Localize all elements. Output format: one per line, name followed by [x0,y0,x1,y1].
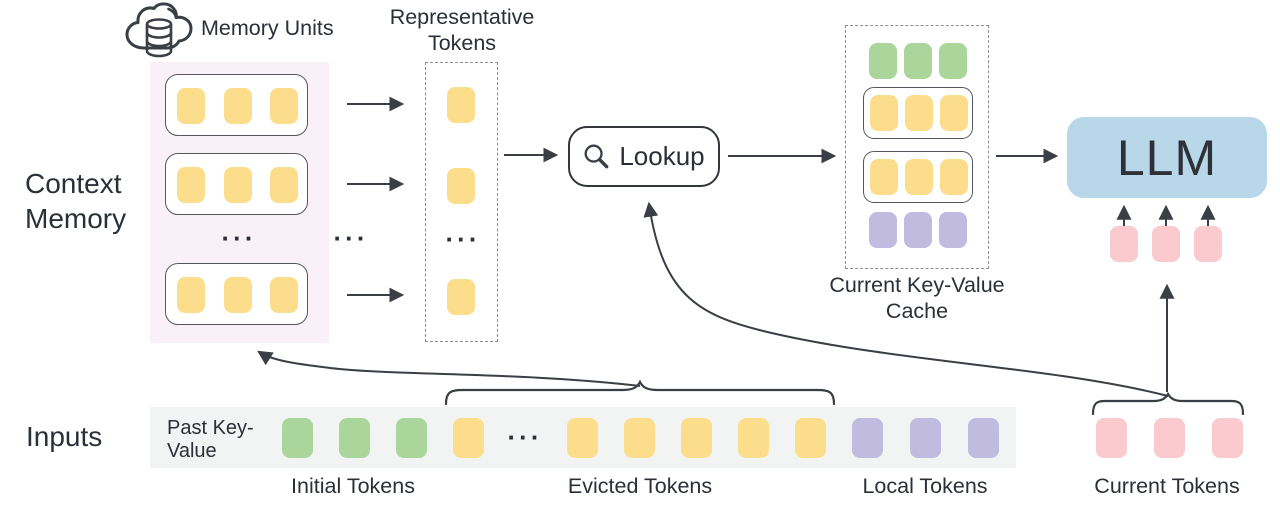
purple-token [852,418,883,458]
past-key-value-label: Past Key-Value [167,417,254,462]
local-tokens [852,418,999,458]
green-token [339,418,370,458]
memory-unit-tokens [177,88,298,124]
pink-token [1154,418,1185,458]
cloud-inner-arc [167,7,178,19]
yellow-token [453,418,484,458]
cache-initial-tokens [869,43,967,79]
database-disc-line [145,40,173,48]
yellow-token [870,159,898,195]
green-token [939,43,967,79]
yellow-token [624,418,655,458]
memory-unit [165,74,308,136]
yellow-token [940,95,968,131]
yellow-token [940,159,968,195]
context-memory-label: Context Memory [25,168,127,234]
representative-token [447,168,475,204]
evicted-token-lead [453,418,484,458]
yellow-token [905,159,933,195]
current-tokens [1096,418,1243,458]
ellipsis: ··· [445,224,481,254]
current-tokens-brace [1091,391,1245,416]
yellow-token [681,418,712,458]
yellow-token [447,279,475,315]
database-disc-line [145,32,173,39]
inputs-label: Inputs [26,421,103,452]
evicted-tokens [567,418,826,458]
context-memory-panel: ··· [150,62,329,343]
yellow-token [270,167,298,203]
yellow-token [223,88,252,124]
evicted-tokens-brace [444,379,836,406]
memory-unit [165,263,308,325]
yellow-token [447,87,475,123]
cloud-outline [125,2,193,50]
yellow-token [870,95,898,131]
green-token [869,43,897,79]
ellipsis: ··· [333,223,369,253]
llm-input-tokens [1110,226,1222,262]
yellow-token [177,167,205,203]
cache-memory-tokens [870,95,968,131]
memory-unit-tokens [177,167,298,203]
evicted-tokens-label: Evicted Tokens [567,474,713,498]
purple-token [904,212,932,248]
cache-local-tokens [869,212,967,248]
cache-memory-unit [863,87,973,139]
lookup-button[interactable]: Lookup [568,126,720,187]
representative-tokens-box: ··· [425,62,498,342]
cloud-database-icon [125,2,193,58]
purple-token [939,212,967,248]
yellow-token [447,168,475,204]
purple-token [910,418,941,458]
yellow-token [270,88,298,124]
pink-token [1152,226,1180,262]
purple-token [869,212,897,248]
green-token [396,418,427,458]
yellow-token [270,277,298,313]
memory-units-label: Memory Units [201,16,334,40]
green-token [904,43,932,79]
yellow-token [223,277,252,313]
initial-tokens-label: Initial Tokens [291,474,415,498]
past-kv-strip: Past Key-Value ··· [150,407,1016,468]
green-token [282,418,313,458]
pink-token [1194,226,1222,262]
llm-box: LLM [1067,117,1267,198]
yellow-token [905,95,933,131]
yellow-token [795,418,826,458]
purple-token [968,418,999,458]
database-top [145,18,173,30]
lookup-label: Lookup [619,141,705,171]
llm-label: LLM [1116,129,1218,186]
representative-token [447,87,475,123]
search-icon [584,144,609,169]
memory-unit-tokens [177,277,298,313]
evicted-to-memory-arrow [257,350,641,387]
cache-memory-tokens [870,159,968,195]
pink-token [1096,418,1127,458]
database-body [145,24,173,58]
ellipsis: ··· [507,422,543,452]
initial-tokens [282,418,427,458]
yellow-token [177,88,205,124]
current-kv-cache-label: Current Key-Value Cache [829,273,1005,323]
yellow-token [223,167,252,203]
ellipsis: ··· [221,223,257,253]
yellow-token [177,277,205,313]
memory-unit [165,153,308,215]
representative-tokens-label: Representative Tokens [389,5,535,55]
local-tokens-label: Local Tokens [862,474,988,498]
representative-token [447,279,475,315]
pink-token [1110,226,1138,262]
yellow-token [567,418,598,458]
current-tokens-label: Current Tokens [1094,474,1240,498]
yellow-token [738,418,769,458]
pink-token [1212,418,1243,458]
cache-memory-unit [863,151,973,203]
current-kv-cache-box [845,25,989,269]
